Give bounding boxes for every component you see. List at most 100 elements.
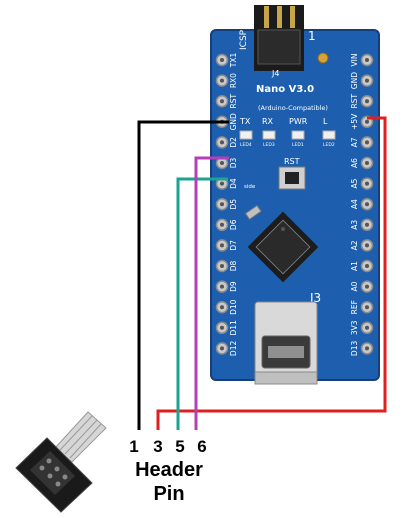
header-pin-number-1: 1 xyxy=(129,437,138,456)
left-pin-hole xyxy=(220,99,224,104)
purple-wire-d3 xyxy=(194,156,229,430)
left-pin-label: D2 xyxy=(229,137,238,148)
teal-wire-d4 xyxy=(176,177,228,430)
header-pin-labels: 1 3 5 6 Header Pin xyxy=(129,437,206,505)
led-code-l: LED2 xyxy=(323,142,335,148)
right-pin-hole xyxy=(365,58,369,62)
right-pin-label: A1 xyxy=(350,261,359,271)
right-pin-hole xyxy=(365,305,369,310)
wires xyxy=(137,116,387,430)
small-silk-label: side xyxy=(244,184,256,190)
right-pin-label: VIN xyxy=(350,54,359,67)
right-pin-label: A4 xyxy=(350,199,359,209)
right-pin-hole xyxy=(365,161,369,165)
j4-label: J4 xyxy=(271,69,279,78)
left-pin-hole xyxy=(220,243,224,248)
status-leds: TX RX PWR L LED4 LED3 LED1 LED2 xyxy=(239,117,336,148)
header-pin-number-6: 6 xyxy=(197,437,206,456)
left-pin-hole xyxy=(220,140,224,145)
right-pin-hole xyxy=(365,78,369,83)
left-pin-hole xyxy=(220,161,224,165)
microcontroller-chip xyxy=(247,211,319,283)
led-code-pwr: LED1 xyxy=(292,142,304,148)
led-code-tx: LED4 xyxy=(240,142,252,148)
arduino-nano-board: ICSP 1 J4 Nano V3.0 (Arduino-Compatible)… xyxy=(210,5,380,385)
red-wire-5v xyxy=(156,116,387,430)
left-pin-label: GND xyxy=(229,113,238,130)
left-pin-hole xyxy=(220,202,224,207)
led-l-icon xyxy=(322,130,336,140)
black-wire-gnd xyxy=(137,120,229,430)
left-pin-label: D4 xyxy=(229,178,238,189)
left-pin-hole xyxy=(220,264,224,268)
left-pin-label: D9 xyxy=(229,281,238,292)
left-pin-hole xyxy=(220,222,224,227)
right-pin-hole xyxy=(365,222,369,227)
led-tx-icon xyxy=(239,130,253,140)
reset-button-label: RST xyxy=(284,157,300,166)
pin-label: Pin xyxy=(153,483,184,505)
right-pin-label: REF xyxy=(350,300,359,314)
reset-button: RST xyxy=(278,157,306,190)
right-pin-label: A3 xyxy=(350,220,359,230)
right-pin-hole xyxy=(365,119,369,124)
left-pin-label: D5 xyxy=(229,199,238,210)
mounting-hole-icon xyxy=(317,52,329,64)
left-pin-label: TX1 xyxy=(229,53,238,69)
right-pin-hole xyxy=(365,264,369,268)
left-pin-hole xyxy=(220,58,224,62)
led-pwr-icon xyxy=(291,130,305,140)
left-pin-hole xyxy=(220,78,224,83)
right-pin-hole xyxy=(365,140,369,145)
right-pin-hole xyxy=(365,243,369,248)
right-pin-label: A6 xyxy=(350,158,359,168)
board-name: Nano V3.0 xyxy=(256,84,314,95)
led-l-label: L xyxy=(323,117,328,126)
right-pin-label: 3V3 xyxy=(350,320,359,335)
right-pin-label: +5V xyxy=(350,113,359,130)
right-pin-hole xyxy=(365,346,369,351)
left-pin-label: RX0 xyxy=(229,73,238,88)
right-pin-label: GND xyxy=(350,72,359,89)
left-pin-hole xyxy=(220,325,224,330)
led-rx-label: RX xyxy=(262,117,274,126)
left-pin-label: RST xyxy=(229,94,238,109)
usb-connector: J3 xyxy=(254,291,321,385)
header-pin-number-3: 3 xyxy=(153,437,162,456)
led-pwr-label: PWR xyxy=(289,117,308,126)
ribbon-cable-connector-icon xyxy=(15,411,107,513)
icsp-number: 1 xyxy=(308,29,316,43)
left-pin-label: D6 xyxy=(229,219,238,230)
icsp-header: ICSP 1 J4 xyxy=(239,5,329,78)
header-pin-number-5: 5 xyxy=(175,437,184,456)
right-pin-label: RST xyxy=(350,94,359,109)
left-pin-label: D8 xyxy=(229,260,238,271)
led-tx-label: TX xyxy=(239,117,251,126)
board-subtitle: (Arduino-Compatible) xyxy=(258,104,328,112)
right-pin-hole xyxy=(365,202,369,207)
header-label: Header xyxy=(135,459,203,481)
right-pin-label: A0 xyxy=(350,281,359,291)
left-pin-hole xyxy=(220,305,224,310)
right-pin-hole xyxy=(365,325,369,330)
left-pin-label: D7 xyxy=(229,240,238,251)
led-rx-icon xyxy=(262,130,276,140)
left-pin-label: D10 xyxy=(229,299,238,315)
left-pin-hole xyxy=(220,284,224,289)
left-pin-hole xyxy=(220,346,224,351)
right-pin-hole xyxy=(365,284,369,289)
right-pin-hole xyxy=(365,181,369,186)
crystal-icon xyxy=(244,204,262,220)
left-pin-hole xyxy=(220,181,224,186)
right-pin-label: A2 xyxy=(350,240,359,250)
right-pin-hole xyxy=(365,99,369,104)
left-pin-label: D3 xyxy=(229,157,238,168)
left-pin-label: D12 xyxy=(229,341,238,357)
left-pin-label: D11 xyxy=(229,320,238,336)
right-pin-label: D13 xyxy=(350,341,359,357)
right-pin-label: A5 xyxy=(350,178,359,188)
right-pin-label: A7 xyxy=(350,137,359,147)
